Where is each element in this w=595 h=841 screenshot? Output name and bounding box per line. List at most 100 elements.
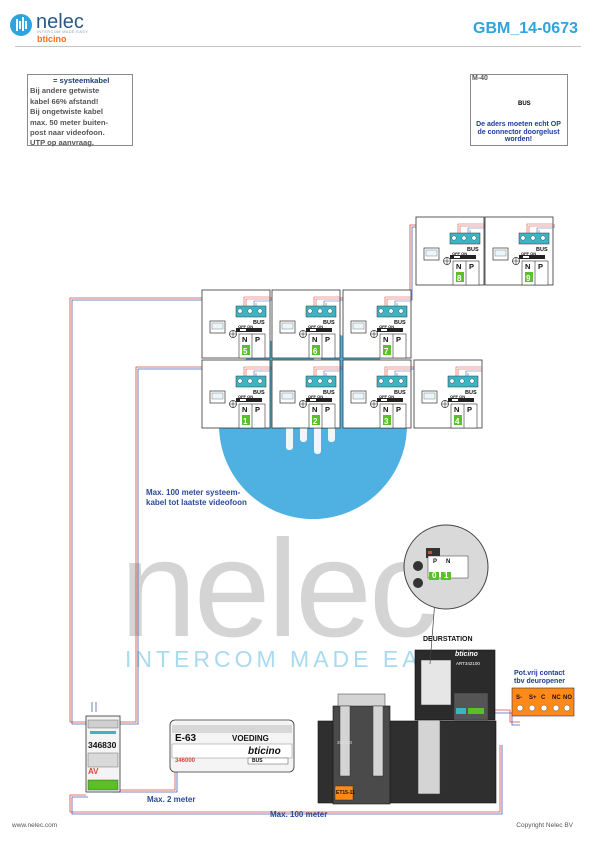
videophone-number: 4 [455,417,460,426]
videophone-n-label: N [383,405,388,414]
power-supply-name: E-63 [175,733,197,744]
videophone-number: 2 [313,417,318,426]
detail-magnifier [403,524,489,665]
videophone-switch-label: OFF ON [452,251,467,256]
videophone-switch-label: OFF ON [521,251,536,256]
brand-name: nelec [36,11,84,33]
contact-terminal-label: NC [552,695,561,701]
videophone-p-label: P [396,405,401,414]
videophone-p-label: P [255,405,260,414]
document-code: GBM_14-0673 [473,20,578,37]
videophone-switch-label: OFF ON [308,394,323,399]
videophone-switch-label: OFF ON [238,324,253,329]
m40-detail-box [470,74,568,146]
videophone-number: 5 [243,347,248,356]
max-100m-system-line: kabel tot laatste videofoon [146,498,247,507]
power-supply-brand: bticino [248,746,281,757]
videophone-number: 3 [384,417,389,426]
max-100m-system-label: Max. 100 meter systeem- kabel tot laatst… [146,488,247,508]
power-supply-label: VOEDING [232,734,269,743]
brand-tagline: INTERCOM MADE EASY [37,29,89,34]
note-line: Bij ongetwiste kabel [30,107,104,117]
videophone-n-label: N [525,262,530,271]
nelec-logo-icon [10,14,32,36]
videophone-number: 9 [526,274,531,283]
videophone-n-label: N [242,405,247,414]
brand-sub: bticino [37,34,67,44]
contact-terminal-block [511,687,575,717]
videophone-p-label: P [469,262,474,271]
videophone-p-label: P [255,335,260,344]
videophone-bus-label: BUS [394,320,406,326]
videophone-bus-label: BUS [394,390,406,396]
videophone-bus-label: BUS [323,390,335,396]
videophone-number: 1 [243,417,248,426]
contact-label-line: Pot.vrij contact [514,670,565,677]
videophone-p-label: P [396,335,401,344]
door-station [317,649,497,805]
door-station-model: ART342100 [456,661,480,666]
videophone-switch-label: OFF ON [379,394,394,399]
detail-np-n: N [446,559,451,565]
contact-label-line: tbv deuropener [514,678,565,685]
door-station-brand: bticino [455,651,478,658]
note-title: = systeemkabel [53,76,110,85]
door-station-label: DEURSTATION [423,636,473,643]
door-station-module-code: 352040 [337,740,353,745]
note-line: UTP op aanvraag. [30,138,95,148]
detail-digit: 0 [432,571,437,580]
videophone-number: 8 [457,274,462,283]
videophone-p-label: P [467,405,472,414]
videophone-n-label: N [456,262,461,271]
videophone-bus-label: BUS [465,390,477,396]
av-module-code: 346830 [88,740,117,750]
detail-np-p: P [433,559,438,565]
videophone-p-label: P [538,262,543,271]
header-divider [15,46,581,47]
note-line: Bij andere getwiste [30,86,100,96]
m40-title: M-40 [472,75,488,82]
contact-terminal-label: C [541,695,546,701]
power-supply-terminal: BUS [252,758,263,764]
contact-terminal-label: S- [516,695,522,701]
videophone-switch-label: OFF ON [238,394,253,399]
power-supply-code: 346000 [175,758,196,764]
av-module-name: AV [88,767,99,776]
videophone-bus-label: BUS [536,247,548,253]
m40-bus-label: BUS [518,101,531,107]
videophone-p-label: P [325,405,330,414]
videophone-n-label: N [242,335,247,344]
videophone-n-label: N [454,405,459,414]
av-module [85,715,121,793]
cable-note-box: = systeemkabel Bij andere getwiste kabel… [27,74,133,148]
videophone-n-label: N [312,405,317,414]
videophone-p-label: P [325,335,330,344]
videophone-n-label: N [383,335,388,344]
note-line: max. 50 meter buiten- [30,117,109,127]
max-100m-system-line: Max. 100 meter systeem- [146,488,241,497]
max-2m-label: Max. 2 meter [147,795,196,804]
door-station-terminal-label: ET15-11 [336,790,355,796]
watermark-tagline: INTERCOM MADE EASY [125,646,461,672]
videophone-number: 6 [313,347,318,356]
videophone-bus-label: BUS [467,247,479,253]
detail-digit: 1 [444,571,449,580]
videophone-number: 7 [384,347,389,356]
footer-copyright: Copyright Nelec BV [516,822,573,829]
videophone-switch-label: OFF ON [450,394,465,399]
watermark-text: nelec [120,512,438,666]
videophone-bus-label: BUS [253,390,265,396]
note-line: post naar videofoon. [30,128,105,138]
contact-terminal-label: NO [563,695,572,701]
videophone-switch-label: OFF ON [308,324,323,329]
videophone-switch-label: OFF ON [379,324,394,329]
